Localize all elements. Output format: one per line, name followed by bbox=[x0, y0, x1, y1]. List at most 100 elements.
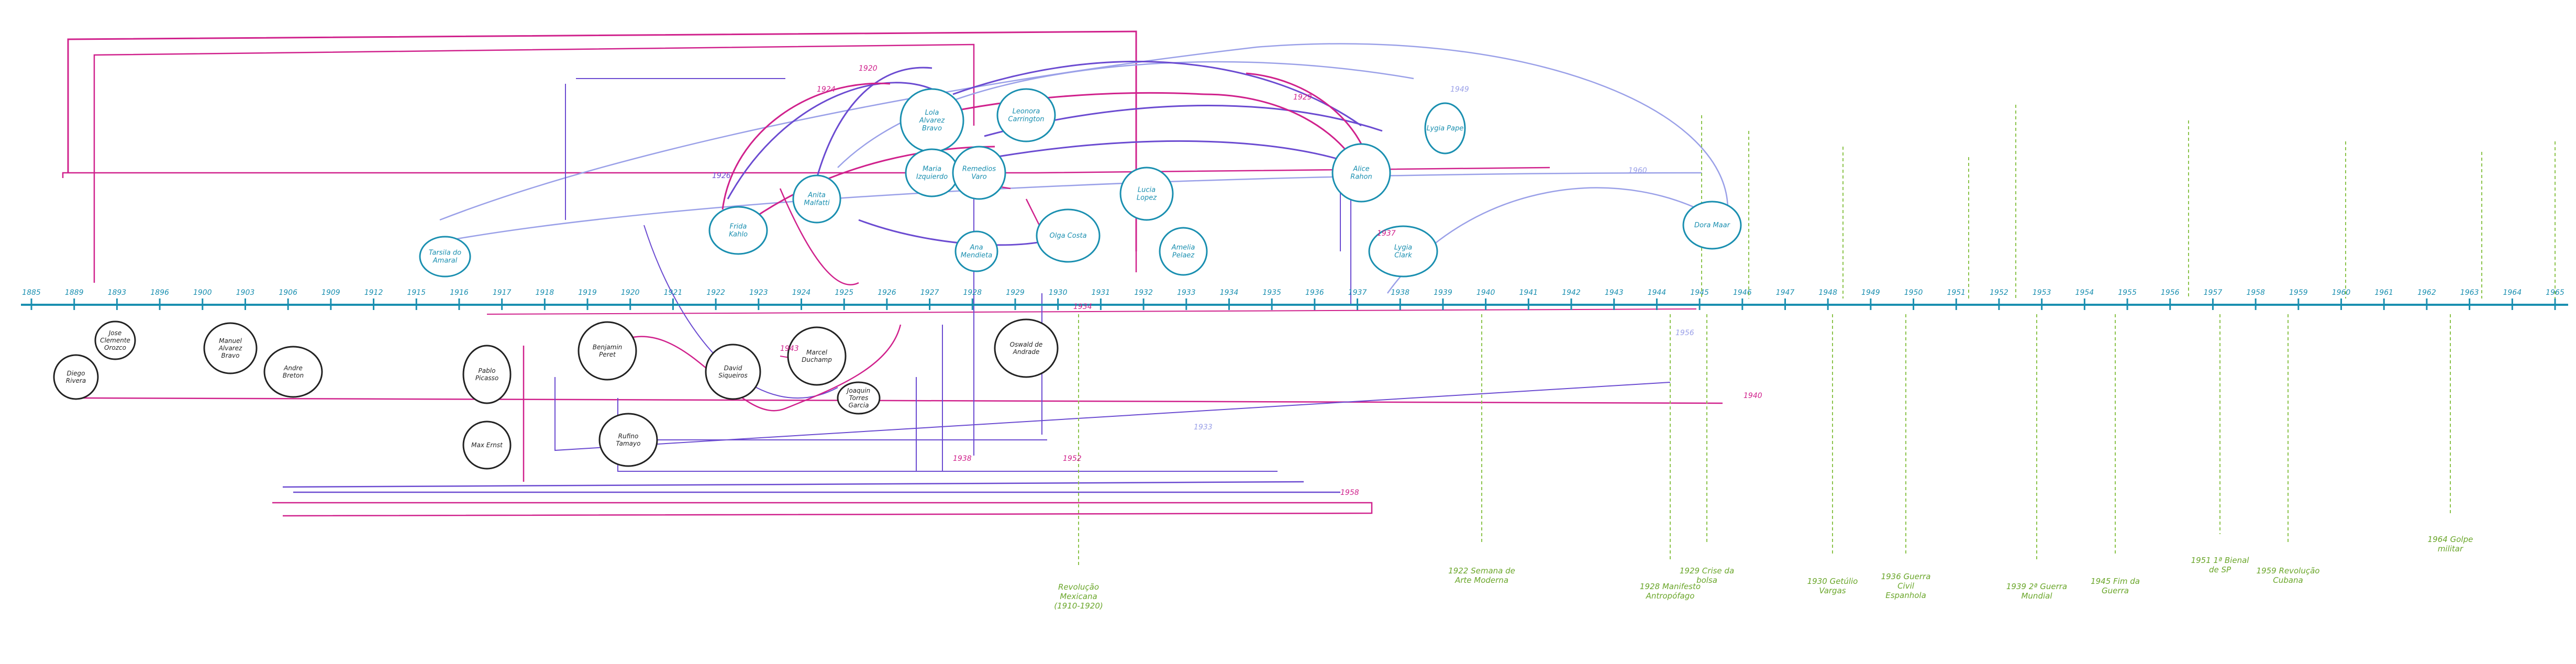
node-outline bbox=[1682, 201, 1742, 250]
tick-label: 1942 bbox=[1562, 289, 1581, 297]
tick-label: 1928 bbox=[963, 289, 982, 297]
tick-label: 1946 bbox=[1733, 289, 1752, 297]
node-outline bbox=[1368, 225, 1438, 278]
tick-label: 1960 bbox=[2332, 289, 2351, 297]
link-year-label: 1952 bbox=[1063, 455, 1082, 463]
tick-label: 1961 bbox=[2374, 289, 2393, 297]
tick-label: 1921 bbox=[664, 289, 683, 297]
event-lines bbox=[1078, 105, 2556, 566]
tick-label: 1900 bbox=[193, 289, 212, 297]
tick-label: 1926 bbox=[878, 289, 896, 297]
tick-label: 1885 bbox=[22, 289, 41, 297]
link-year-label: 1924 bbox=[817, 85, 836, 94]
tick-label: 1955 bbox=[2118, 289, 2137, 297]
tick-label: 1940 bbox=[1476, 289, 1495, 297]
artist-node-t14[interactable]: Dora Maar bbox=[1682, 201, 1742, 250]
link-year-label: 1958 bbox=[1340, 489, 1359, 497]
tick-label: 1944 bbox=[1648, 289, 1667, 297]
artist-node-t8[interactable]: Olga Costa bbox=[1036, 208, 1101, 263]
artist-node-t13[interactable]: Lygia Pape bbox=[1424, 102, 1466, 154]
tick-label: 1937 bbox=[1348, 289, 1367, 297]
tick-label: 1945 bbox=[1690, 289, 1709, 297]
node-outline bbox=[462, 420, 512, 470]
node-label: Olga Costa bbox=[1049, 232, 1086, 240]
node-label: Lygia Pape bbox=[1427, 125, 1464, 132]
node-outline bbox=[462, 345, 512, 404]
tick-label: 1920 bbox=[621, 289, 640, 297]
node-label: Max Ernst bbox=[471, 441, 503, 449]
node-outline bbox=[994, 318, 1059, 378]
node-outline bbox=[1119, 167, 1174, 221]
node-outline bbox=[53, 354, 99, 400]
artist-node-b6[interactable]: Max Ernst bbox=[462, 420, 512, 470]
node-label: Dora Maar bbox=[1694, 222, 1731, 229]
node-outline bbox=[1159, 227, 1208, 276]
node-outline bbox=[578, 321, 637, 381]
node-outline bbox=[1036, 208, 1101, 263]
link-year-label: 1920 bbox=[859, 64, 878, 73]
tick-label: 1956 bbox=[2161, 289, 2180, 297]
tick-label: 1916 bbox=[450, 289, 469, 297]
node-outline bbox=[203, 322, 258, 374]
tick-label: 1896 bbox=[150, 289, 169, 297]
tick-label: 1941 bbox=[1519, 289, 1538, 297]
tick-label: 1924 bbox=[792, 289, 811, 297]
node-outline bbox=[1424, 102, 1466, 154]
tick-label: 1889 bbox=[65, 289, 84, 297]
connector-lines bbox=[62, 30, 1729, 517]
tick-label: 1949 bbox=[1861, 289, 1880, 297]
tick-label: 1952 bbox=[1990, 289, 2008, 297]
tick-label: 1930 bbox=[1049, 289, 1068, 297]
link-year-label: 1956 bbox=[1675, 329, 1694, 337]
node-outline bbox=[837, 381, 881, 415]
